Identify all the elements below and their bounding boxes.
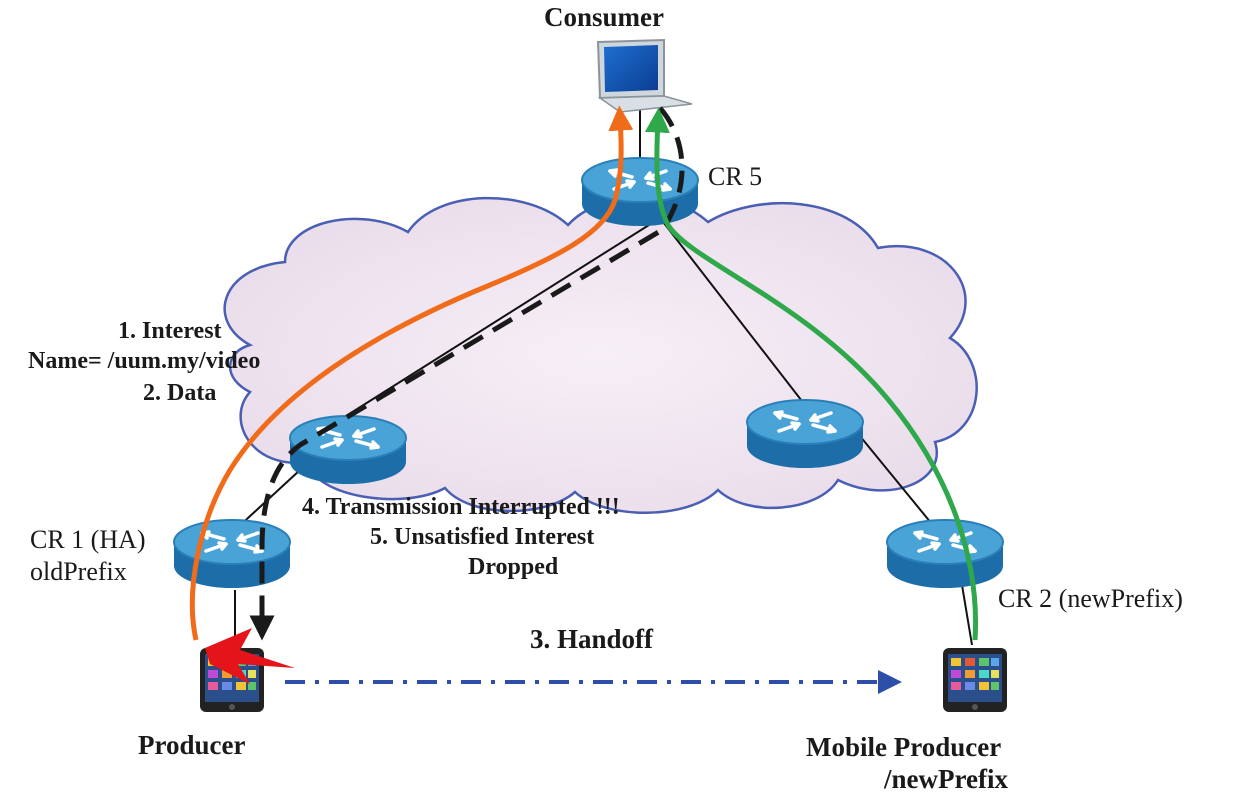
dropped-interest-path (249, 106, 685, 641)
interest-label: 1. Interest (118, 318, 222, 344)
interest-data-path (189, 105, 634, 641)
mobile-producer-label: Mobile Producer (806, 732, 1002, 762)
unsatisfied-interest-label: 5. Unsatisfied Interest (370, 524, 595, 550)
router-cr2 (885, 518, 1005, 590)
router-core-left (288, 414, 408, 486)
cr1-prefix-label: oldPrefix (30, 557, 127, 586)
mobile-producer-prefix-label: /newPrefix (884, 764, 1008, 794)
smartphone-icon (943, 648, 1007, 712)
laptop-icon (596, 38, 693, 113)
cr1-label: CR 1 (HA) (30, 525, 146, 554)
interrupted-label: 4. Transmission Interrupted !!! (302, 494, 620, 520)
router-core-right (745, 398, 865, 470)
interest-name-label: Name= /uum.my/video (28, 348, 261, 374)
link-cr5-routerB (659, 217, 806, 406)
producer-label: Producer (138, 730, 246, 760)
cr5-label: CR 5 (708, 162, 763, 191)
link-cr2-mobile-producer (961, 584, 973, 646)
consumer-label: Consumer (544, 2, 664, 32)
new-prefix-path (644, 107, 979, 641)
cr2-label: CR 2 (newPrefix) (998, 584, 1183, 613)
handoff-label: 3. Handoff (530, 624, 654, 654)
broken-link-icon (205, 628, 295, 684)
data-label: 2. Data (143, 380, 217, 406)
dropped-label: Dropped (468, 554, 559, 580)
